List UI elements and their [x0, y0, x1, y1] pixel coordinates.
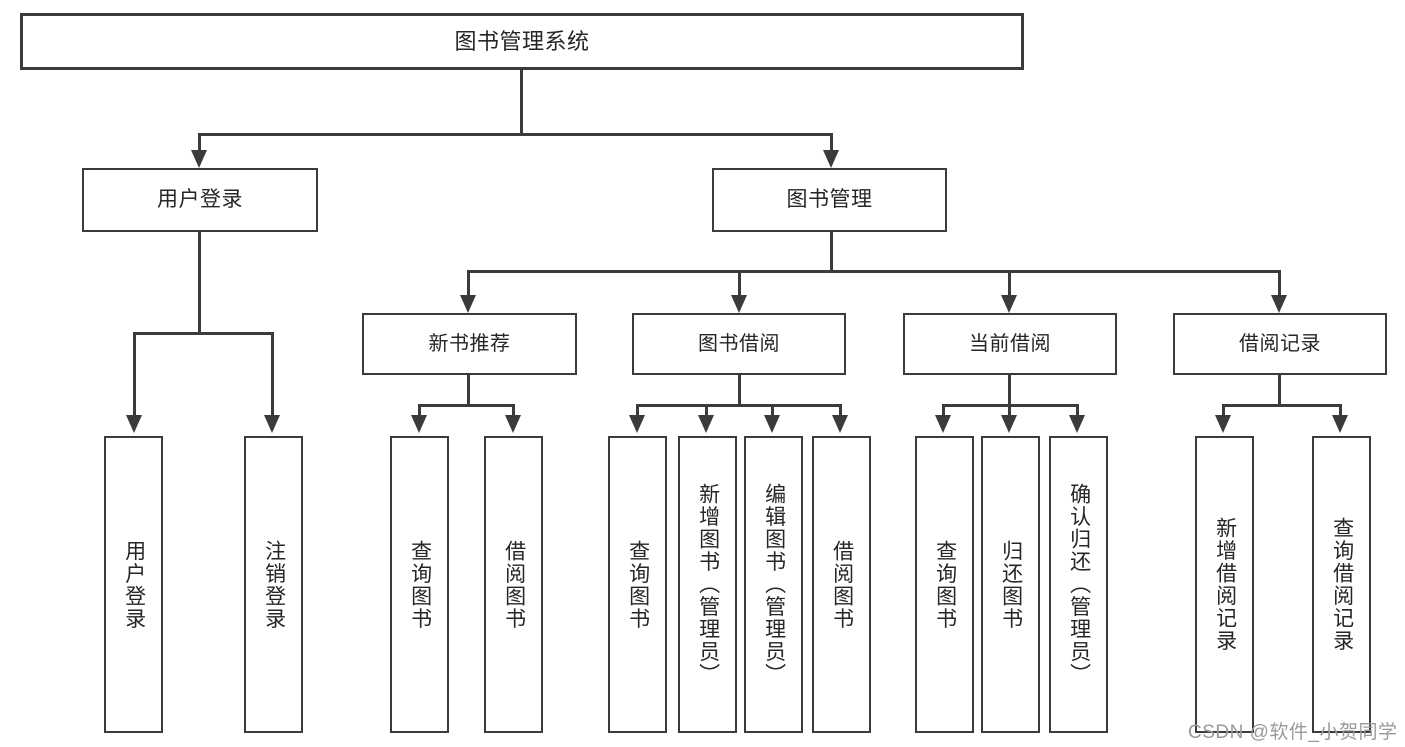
node-leaf-query-book-3[interactable]: 查询图书 — [915, 436, 974, 733]
edge-br-drop-2 — [1339, 404, 1342, 418]
arrow-to-borrow-record — [1271, 295, 1287, 313]
edge-cb-drop-2 — [1008, 404, 1011, 418]
node-leaf-query-book-1[interactable]: 查询图书 — [390, 436, 449, 733]
node-leaf-user-login[interactable]: 用户登录 — [104, 436, 163, 733]
edge-bb-drop-3 — [771, 404, 774, 418]
edge-borrow-record-bus — [1222, 404, 1342, 407]
edge-user-login-stem — [198, 232, 201, 334]
node-leaf-query-record[interactable]: 查询借阅记录 — [1312, 436, 1371, 733]
edge-root-drop-book-management — [830, 133, 833, 158]
edge-bb-drop-2 — [705, 404, 708, 418]
node-leaf-query-record-label: 查询借阅记录 — [1330, 517, 1354, 652]
edge-bm-drop-new-book — [467, 270, 470, 298]
edge-root-drop-user-login — [198, 133, 201, 158]
arrow-to-leaf-query-record — [1332, 415, 1348, 433]
edge-borrow-record-stem — [1278, 375, 1281, 407]
arrow-to-leaf-confirm-return — [1069, 415, 1085, 433]
node-book-borrow-label: 图书借阅 — [698, 332, 780, 355]
arrow-to-leaf-borrow-book-1 — [505, 415, 521, 433]
edge-nb-drop-1 — [418, 404, 421, 418]
edge-bm-drop-current — [1008, 270, 1011, 298]
edge-nb-drop-2 — [512, 404, 515, 418]
edge-user-login-drop-1 — [133, 332, 136, 418]
node-leaf-return-book[interactable]: 归还图书 — [981, 436, 1040, 733]
node-leaf-edit-book[interactable]: 编辑图书（管理员） — [744, 436, 803, 733]
node-leaf-edit-book-label: 编辑图书（管理员） — [762, 483, 786, 686]
edge-book-management-stem — [830, 232, 833, 272]
edge-bb-drop-4 — [839, 404, 842, 418]
edge-root-bus — [198, 133, 832, 136]
edge-root-stem — [520, 70, 523, 135]
node-leaf-logout-label: 注销登录 — [262, 539, 286, 630]
arrow-to-leaf-logout — [264, 415, 280, 433]
node-leaf-add-book[interactable]: 新增图书（管理员） — [678, 436, 737, 733]
node-leaf-query-book-2-label: 查询图书 — [626, 539, 650, 630]
edge-bm-drop-borrow — [738, 270, 741, 298]
arrow-to-leaf-add-book — [698, 415, 714, 433]
arrow-to-leaf-edit-book — [764, 415, 780, 433]
edge-br-drop-1 — [1222, 404, 1225, 418]
node-book-management[interactable]: 图书管理 — [712, 168, 947, 232]
node-leaf-query-book-2[interactable]: 查询图书 — [608, 436, 667, 733]
arrow-to-new-book-recommend — [460, 295, 476, 313]
node-leaf-logout[interactable]: 注销登录 — [244, 436, 303, 733]
node-leaf-return-book-label: 归还图书 — [999, 539, 1023, 630]
node-new-book-recommend-label: 新书推荐 — [428, 332, 511, 355]
arrow-to-leaf-user-login — [126, 415, 142, 433]
edge-current-borrow-stem — [1008, 375, 1011, 407]
arrow-to-leaf-add-record — [1215, 415, 1231, 433]
arrow-to-book-management — [823, 150, 839, 168]
node-book-borrow[interactable]: 图书借阅 — [632, 313, 846, 375]
node-new-book-recommend[interactable]: 新书推荐 — [362, 313, 577, 375]
arrow-to-leaf-query-book-1 — [411, 415, 427, 433]
arrow-to-current-borrow — [1001, 295, 1017, 313]
edge-book-management-bus — [467, 270, 1280, 273]
node-leaf-borrow-book-2[interactable]: 借阅图书 — [812, 436, 871, 733]
edge-bb-drop-1 — [636, 404, 639, 418]
arrow-to-user-login — [191, 150, 207, 168]
node-leaf-borrow-book-2-label: 借阅图书 — [830, 539, 854, 630]
node-borrow-record[interactable]: 借阅记录 — [1173, 313, 1387, 375]
node-leaf-add-record[interactable]: 新增借阅记录 — [1195, 436, 1254, 733]
node-leaf-borrow-book-1-label: 借阅图书 — [502, 539, 526, 630]
edge-new-book-stem — [467, 375, 470, 407]
edge-cb-drop-1 — [942, 404, 945, 418]
node-leaf-query-book-1-label: 查询图书 — [408, 539, 432, 630]
node-leaf-confirm-return[interactable]: 确认归还（管理员） — [1049, 436, 1108, 733]
arrow-to-leaf-query-book-3 — [935, 415, 951, 433]
node-leaf-user-login-label: 用户登录 — [122, 539, 146, 630]
edge-user-login-drop-2 — [271, 332, 274, 418]
node-leaf-query-book-3-label: 查询图书 — [933, 539, 957, 630]
csdn-watermark: CSDN @软件_小贺同学 — [1188, 722, 1398, 743]
edge-user-login-bus — [133, 332, 273, 335]
arrow-to-leaf-query-book-2 — [629, 415, 645, 433]
edge-cb-drop-3 — [1076, 404, 1079, 418]
edge-new-book-bus — [418, 404, 515, 407]
node-root-label: 图书管理系统 — [454, 28, 590, 54]
node-user-login-label: 用户登录 — [157, 187, 243, 211]
node-borrow-record-label: 借阅记录 — [1239, 332, 1321, 355]
node-leaf-add-book-label: 新增图书（管理员） — [696, 483, 720, 686]
node-book-management-label: 图书管理 — [786, 187, 873, 211]
node-current-borrow-label: 当前借阅 — [969, 332, 1051, 355]
node-leaf-borrow-book-1[interactable]: 借阅图书 — [484, 436, 543, 733]
edge-book-borrow-stem — [738, 375, 741, 407]
arrow-to-leaf-borrow-book-2 — [832, 415, 848, 433]
node-root[interactable]: 图书管理系统 — [20, 13, 1024, 70]
arrow-to-book-borrow — [731, 295, 747, 313]
edge-bm-drop-record — [1278, 270, 1281, 298]
edge-book-borrow-bus — [636, 404, 841, 407]
node-leaf-confirm-return-label: 确认归还（管理员） — [1067, 483, 1091, 686]
node-leaf-add-record-label: 新增借阅记录 — [1213, 517, 1237, 652]
node-user-login[interactable]: 用户登录 — [82, 168, 318, 232]
arrow-to-leaf-return-book — [1001, 415, 1017, 433]
node-current-borrow[interactable]: 当前借阅 — [903, 313, 1117, 375]
